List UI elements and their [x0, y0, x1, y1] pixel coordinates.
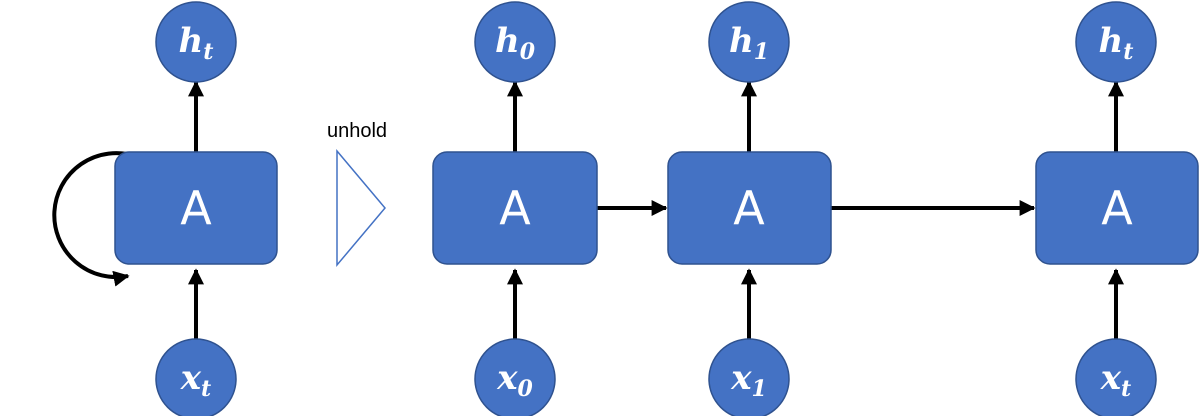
folded-output-label: ht	[179, 21, 214, 65]
step-0-input-label: x0	[496, 358, 533, 402]
step-t-input-base: x	[1100, 358, 1122, 398]
step-0-output-base: h	[495, 21, 520, 61]
step-1-output-sub: 1	[754, 39, 769, 65]
step-t-input-sub: t	[1121, 376, 1131, 402]
step-t-cell-label: A	[1101, 181, 1133, 235]
step-t-output-node	[1075, 1, 1157, 83]
unrolled-step-t: A ht xt	[1035, 1, 1199, 416]
unrolled-step-1: A h1 x1	[667, 1, 832, 416]
step-1-output-node	[708, 1, 790, 83]
recurrent-loop-arrow	[52, 151, 136, 287]
step-0-input-node	[474, 338, 556, 416]
step-1-cell-label: A	[733, 181, 765, 235]
step-1-input-label: x1	[730, 358, 767, 402]
step-t-output-base: h	[1099, 21, 1124, 61]
step-1-cell-box	[667, 151, 832, 265]
step-t-output-label: ht	[1099, 21, 1134, 65]
unrolled-rnn: A h0 x0 A h1 x1	[432, 1, 1199, 416]
folded-rnn: A ht xt	[52, 1, 278, 416]
folded-input-base: x	[180, 358, 202, 398]
folded-output-base: h	[179, 21, 204, 61]
step-0-input-base: x	[496, 358, 518, 398]
step-1-input-base: x	[730, 358, 752, 398]
folded-cell-label: A	[180, 181, 212, 235]
step-0-cell-box	[432, 151, 598, 265]
folded-output-sub: t	[203, 39, 213, 65]
folded-cell-box	[114, 151, 278, 265]
step-t-input-label: xt	[1100, 358, 1131, 402]
unroll-marker: unhold	[327, 120, 387, 268]
step-1-input-sub: 1	[751, 376, 766, 402]
step-1-output-label: h1	[729, 21, 769, 65]
folded-input-sub: t	[201, 376, 211, 402]
unrolled-step-0: A h0 x0	[432, 1, 598, 416]
step-t-input-node	[1075, 338, 1157, 416]
folded-input-label: xt	[180, 358, 211, 402]
unroll-triangle	[336, 148, 386, 268]
step-0-input-sub: 0	[517, 376, 533, 402]
step-0-output-label: h0	[495, 21, 536, 65]
unroll-label: unhold	[327, 120, 387, 142]
step-0-cell-label: A	[499, 181, 531, 235]
folded-output-node	[155, 1, 237, 83]
folded-input-node	[155, 338, 237, 416]
step-0-output-sub: 0	[520, 39, 536, 65]
step-t-cell-box	[1035, 151, 1199, 265]
step-0-output-node	[474, 1, 556, 83]
step-1-output-base: h	[729, 21, 754, 61]
step-1-input-node	[708, 338, 790, 416]
step-t-output-sub: t	[1123, 39, 1133, 65]
